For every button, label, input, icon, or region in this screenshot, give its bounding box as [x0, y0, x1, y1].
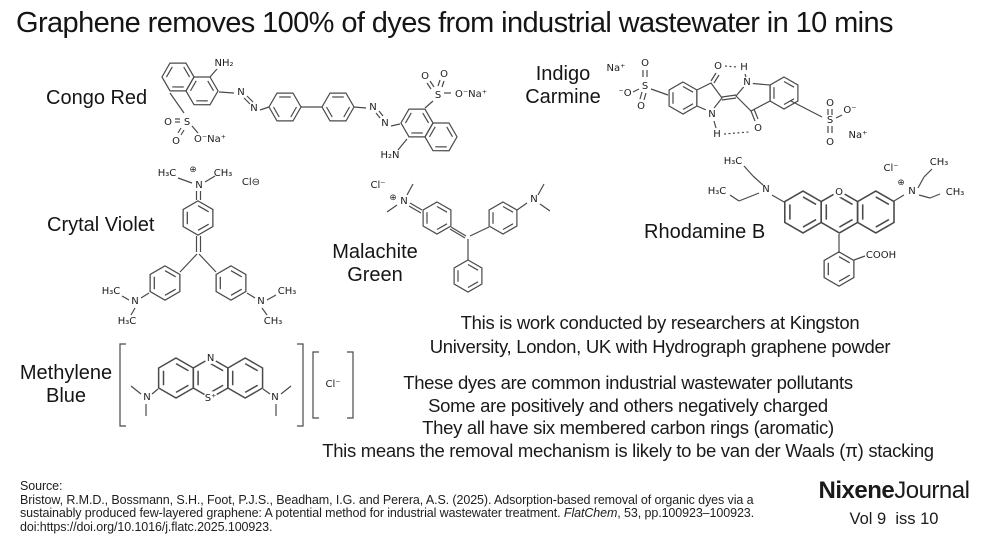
malachite-green-structure: Cl⁻ ⊕ N N: [370, 180, 550, 293]
atom-o-center: O: [835, 187, 843, 198]
atom-ona-right: O⁻Na⁺: [455, 89, 487, 100]
atom-s-right: S: [827, 115, 833, 126]
rhodamine-b-structure: H₃C H₃C N O Cl⁻ ⊕ N CH₃ CH₃ COOH: [708, 156, 965, 287]
congo-red-structure: NH₂ N N N N S O O O⁻Na⁺ H₂N S O O O⁻Na⁺: [140, 55, 487, 161]
dyes-line4: This means the removal mechanism is like…: [322, 439, 934, 461]
page-title: Graphene removes 100% of dyes from indus…: [16, 7, 894, 39]
dyes-note: These dyes are common industrial wastewa…: [258, 372, 998, 462]
journal-name: NixeneJournal: [818, 477, 970, 504]
atom-cl: Cl⁻: [370, 180, 385, 191]
atom-n-left: N: [143, 392, 150, 403]
kingston-line1: This is work conducted by researchers at…: [460, 312, 860, 333]
indigo-carmine-label: Indigo Carmine: [525, 63, 601, 108]
atom-n-right: N: [530, 194, 537, 205]
kingston-note: This is work conducted by researchers at…: [400, 311, 920, 359]
congo-right-naphthalene: [397, 102, 461, 157]
atom-cl: Cl⁻: [325, 379, 340, 390]
atom-n4: N: [381, 118, 388, 129]
crystal-violet-label: Crytal Violet: [47, 214, 155, 236]
atom-s-left: S: [184, 117, 190, 128]
atom-ch3-a: CH₃: [930, 157, 949, 168]
citation-line3: doi:https://doi.org/10.1016/j.flatc.2025…: [20, 519, 273, 534]
journal-issue: Vol 9 iss 10: [849, 510, 939, 528]
indigo-carmine-structure: Na⁺ O S ⁻O O O N H N H O S O O⁻ O Na⁺: [607, 58, 868, 148]
atom-o-sr-top: O: [826, 98, 834, 109]
rhodamine-b-label: Rhodamine B: [644, 221, 766, 243]
atom-n-left: N: [762, 184, 769, 195]
dyes-line3: They all have six membered carbon rings …: [422, 417, 834, 438]
crystal-violet-structure: H₃C ⊕ N CH₃ Cl⊖ N H₃C H₃C N CH₃ CH₃: [102, 165, 297, 327]
congo-red-label: Congo Red: [46, 87, 148, 109]
atom-o-right-a: O: [421, 71, 429, 82]
atom-nh2: NH₂: [214, 58, 233, 69]
atom-ch3-b: CH₃: [946, 187, 965, 198]
atom-o-sl-bot: O: [637, 101, 645, 112]
atom-o-bot: O: [754, 123, 762, 134]
atom-n-top: N: [207, 353, 214, 364]
atom-h3c-a: H₃C: [724, 156, 743, 167]
atom-n3: N: [369, 102, 376, 113]
atom-plus: ⊕: [189, 165, 196, 175]
atom-n-right: N: [908, 186, 915, 197]
congo-left-naphthalene: [158, 56, 222, 111]
source-heading: Source:: [20, 479, 63, 493]
atom-s-right: S: [435, 90, 441, 101]
atom-h3c-b: H₃C: [708, 186, 727, 197]
journal-branding: NixeneJournal Vol 9 iss 10: [800, 477, 988, 529]
malachite-green-label: Malachite Green: [332, 241, 418, 286]
atom-cl: Cl⊖: [242, 177, 260, 188]
atom-n-left: N: [131, 296, 138, 307]
atom-o-sr-bot: O: [826, 137, 834, 148]
atom-plus: ⊕: [389, 193, 396, 203]
methylene-blue-label: Methylene Blue: [19, 362, 113, 407]
atom-na-left: Na⁺: [607, 63, 626, 74]
atom-ch3-top: CH₃: [214, 168, 233, 179]
atom-cooh: COOH: [866, 250, 896, 261]
atom-h3c-top: H₃C: [158, 168, 177, 179]
atom-cl: Cl⁻: [883, 163, 898, 174]
dyes-line1: These dyes are common industrial wastewa…: [403, 372, 853, 393]
atom-n-right: N: [257, 296, 264, 307]
atom-n-bot: N: [708, 109, 715, 120]
source-citation: Source: Bristow, R.M.D., Bossmann, S.H.,…: [20, 479, 755, 534]
atom-n1: N: [237, 87, 244, 98]
atom-na-right: Na⁺: [849, 130, 868, 141]
bracket-left: [119, 343, 126, 427]
kingston-line2: University, London, UK with Hydrograph g…: [429, 336, 891, 357]
atom-n-top: N: [195, 180, 202, 191]
atom-s-left: S: [642, 81, 648, 92]
atom-ch3-right-b: CH₃: [264, 316, 283, 327]
bracket-ion-left: [312, 351, 319, 419]
bracket-right: [297, 343, 304, 427]
atom-o-sl-top: O: [641, 58, 649, 69]
citation-line1: Bristow, R.M.D., Bossmann, S.H., Foot, P…: [20, 492, 754, 507]
journal-name-italic: FlatChem: [563, 506, 618, 520]
citation-line2: sustainably produced few-layered graphen…: [20, 506, 755, 520]
atom-ona-left: O⁻Na⁺: [194, 134, 226, 145]
atom-o-left-a: O: [164, 117, 172, 128]
atom-h3c-left-b: H₃C: [118, 316, 137, 327]
methylene-blue-structure: N S⁺ N N Cl⁻: [119, 343, 354, 427]
atom-s-plus: S⁺: [205, 393, 217, 404]
atom-o-sr-right: O⁻: [843, 105, 856, 116]
atom-h-top: H: [740, 62, 748, 73]
atom-n-right: N: [271, 392, 278, 403]
atom-n-left: N: [400, 196, 407, 207]
atom-plus: ⊕: [897, 178, 904, 188]
atom-o-top: O: [714, 61, 722, 72]
atom-o-left-b: O: [172, 136, 180, 147]
atom-ch3-right-a: CH₃: [278, 286, 297, 297]
atom-n-top: N: [743, 77, 750, 88]
dyes-line2: Some are positively and others negativel…: [428, 394, 828, 416]
atom-o-sl-left: ⁻O: [618, 88, 631, 99]
atom-h3c-left-a: H₃C: [102, 286, 121, 297]
indigo-right-fivering: [735, 82, 771, 112]
atom-n2: N: [250, 103, 257, 114]
atom-o-right-b: O: [440, 69, 448, 80]
atom-h-bot: H: [713, 129, 721, 140]
indigo-left-fivering: [696, 82, 723, 113]
bracket-ion-right: [347, 351, 354, 419]
atom-h2n: H₂N: [380, 150, 399, 161]
